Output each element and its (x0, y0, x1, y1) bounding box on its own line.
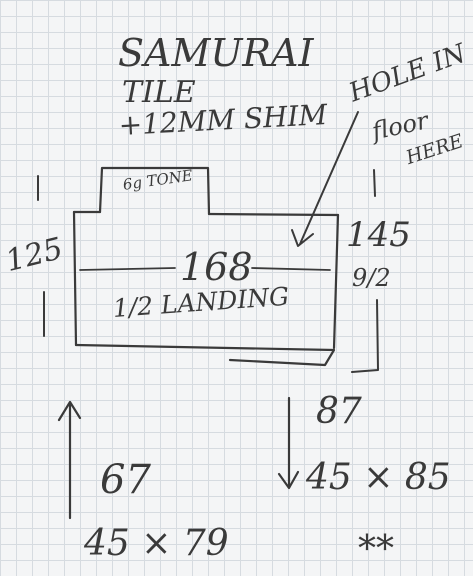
header-line1: SAMURAI (118, 31, 314, 75)
right-bracket (351, 299, 379, 373)
right-height-label: 145 (346, 215, 411, 255)
tab-outline (98, 166, 211, 216)
landing-divider (79, 267, 331, 271)
down-arrow (277, 396, 300, 490)
outline-left-wall (72, 210, 78, 347)
hole-arrow (291, 111, 359, 247)
outline-top-right (207, 212, 340, 217)
outline-bottom (74, 343, 336, 367)
up-arrow (57, 400, 82, 520)
bottom-left-size: 45 × 79 (84, 523, 229, 564)
right-tick-top (373, 169, 376, 197)
bottom-right-top-label: 87 (316, 391, 362, 432)
header-line2: TILE (122, 75, 196, 110)
bottom-right-size: 45 × 85 (306, 457, 451, 498)
width-label: 168 (180, 245, 253, 289)
outline-right-wall (332, 213, 340, 350)
bottom-left-value: 67 (100, 457, 151, 503)
stars-mark: ** (358, 529, 394, 570)
right-sub-label: 9/2 (352, 264, 391, 292)
